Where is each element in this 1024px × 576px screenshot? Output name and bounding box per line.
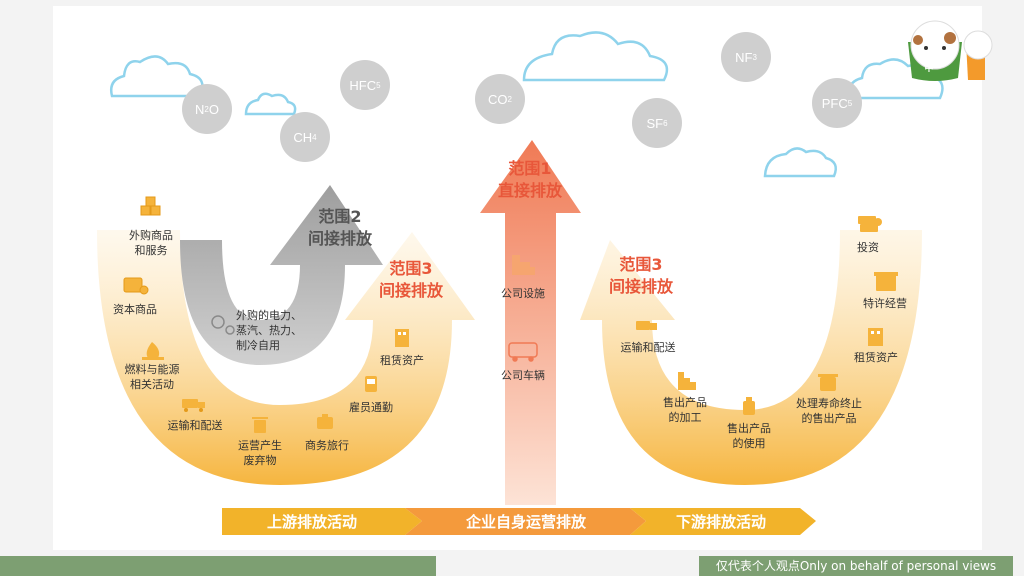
scope1-item-vehicles: 公司车辆 [501, 369, 545, 382]
bar-label-upstream: 上游排放活动 [266, 513, 357, 531]
downstream-item-transport: 运输和配送 [620, 341, 676, 354]
bar-segment-upstream [222, 508, 422, 535]
building-icon [395, 329, 409, 347]
boxes-icon [140, 196, 161, 216]
downstream-item-use: 售出产品 的使用 [727, 422, 771, 450]
mascot-badge: 中 [924, 64, 934, 74]
upstream-u-arrow [97, 230, 475, 485]
truck-icon [182, 399, 205, 412]
upstream-item-transport: 运输和配送 [167, 419, 223, 432]
upstream-item-leased-assets: 租赁资产 [380, 354, 424, 367]
downstream-item-leased-assets: 租赁资产 [854, 351, 898, 364]
bar-label-downstream: 下游排放活动 [675, 513, 766, 531]
downstream-item-processing: 售出产品 的加工 [663, 396, 707, 424]
scope3-upstream-title: 范围3 间接排放 [378, 259, 443, 300]
upstream-item-waste: 运营产生 废弃物 [238, 439, 282, 467]
flame-icon [142, 342, 164, 360]
bus-icon [365, 376, 377, 392]
trash-icon [252, 417, 268, 433]
scope2-title: 范围2 间接排放 [307, 207, 372, 248]
bar-segment-downstream [630, 508, 816, 535]
scope1-arrow [480, 140, 581, 505]
upstream-item-fuel-energy: 燃料与能源 相关活动 [124, 363, 180, 391]
footer-disclaimer: 仅代表个人观点Only on behalf of personal views [699, 556, 1013, 576]
factory-icon [678, 372, 696, 390]
upstream-item-business-travel: 商务旅行 [305, 439, 349, 452]
package-icon [123, 277, 149, 295]
cloud-1 [110, 55, 204, 98]
scope2-item-purchased-energy: 外购的电力、 蒸汽、热力、 制冷自用 [236, 309, 302, 352]
cloud-5 [763, 147, 837, 178]
scope1-title: 范围1 直接排放 [497, 159, 562, 200]
money-icon [858, 216, 882, 232]
scope1-item-facilities: 公司设施 [501, 287, 545, 300]
mascot-icon [908, 20, 993, 81]
downstream-u-arrow [580, 230, 922, 485]
building-icon [868, 328, 883, 346]
bar-segment-operations [405, 508, 646, 535]
suitcase-icon [317, 414, 333, 429]
recycle-icon [818, 374, 838, 391]
cloud-3 [522, 31, 669, 82]
truck-icon [636, 321, 657, 330]
gears-icon [211, 315, 235, 335]
upstream-item-purchased-goods: 外购商品 和服务 [129, 229, 173, 257]
factory-icon [512, 255, 535, 275]
upstream-item-commuting: 雇员通勤 [349, 401, 393, 414]
downstream-item-end-of-life: 处理寿命终止 的售出产品 [796, 397, 862, 425]
upstream-item-capital-goods: 资本商品 [113, 303, 157, 316]
scope2-u-arrow [180, 185, 383, 365]
downstream-item-franchise: 特许经营 [863, 297, 907, 310]
store-icon [874, 272, 898, 291]
bar-label-operations: 企业自身运营排放 [465, 513, 586, 531]
vehicle-icon [508, 342, 538, 362]
footer-bar-left [0, 556, 436, 576]
downstream-item-investment: 投资 [857, 241, 879, 254]
scope3-downstream-title: 范围3 间接排放 [608, 255, 673, 296]
cloud-2 [244, 92, 297, 116]
product-icon [743, 397, 755, 415]
